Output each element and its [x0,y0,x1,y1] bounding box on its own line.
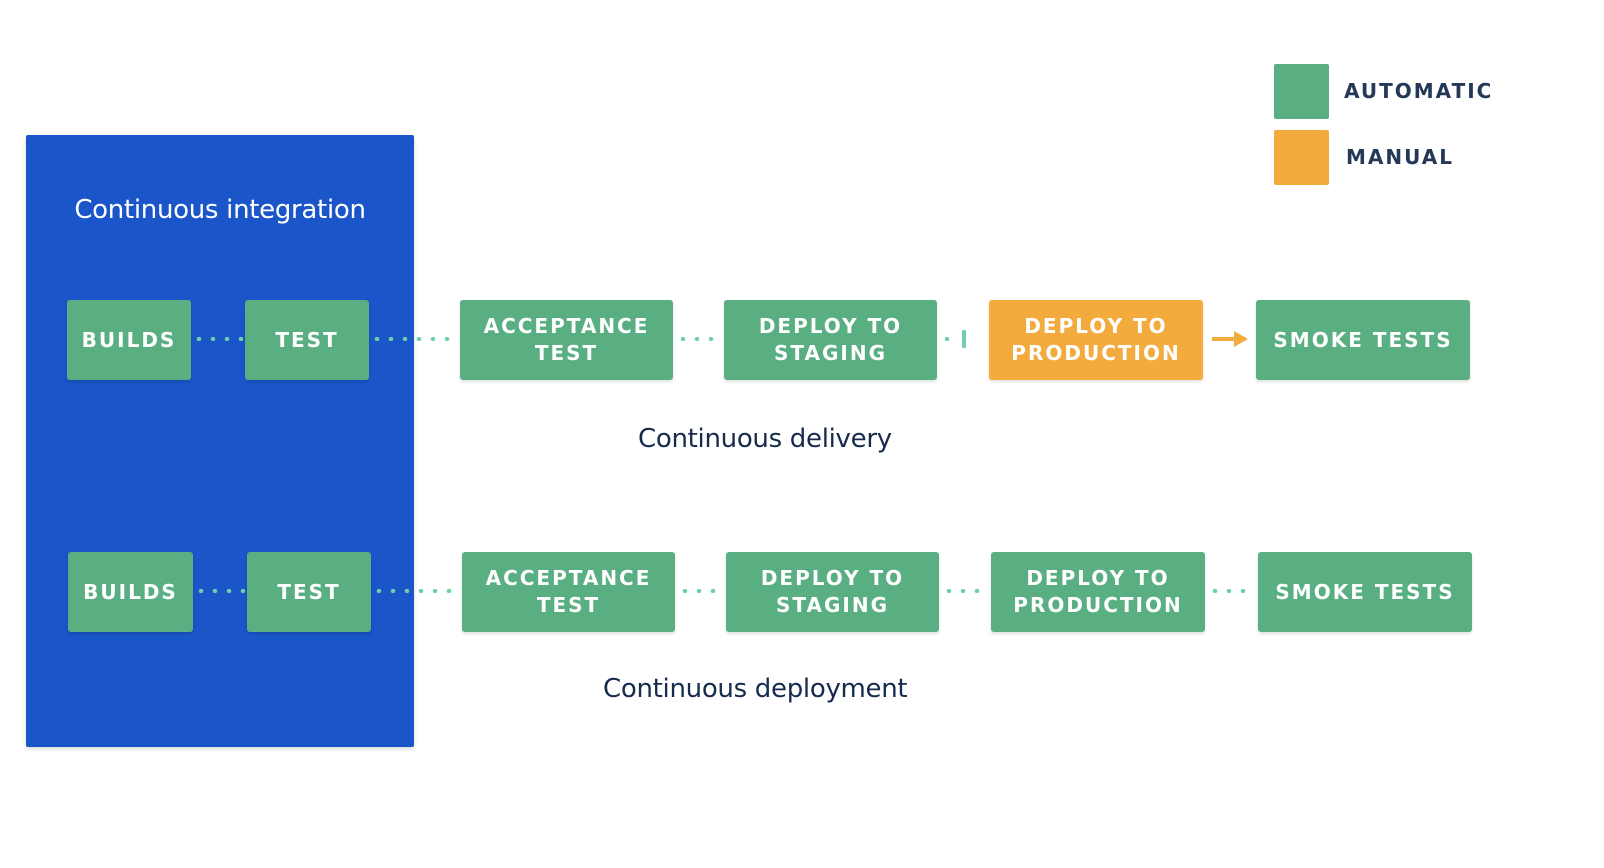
delivery-step-smoke-tests: SMOKE TESTS [1256,300,1470,380]
delivery-step-deploy-to-staging: DEPLOY TO STAGING [724,300,937,380]
deployment-step-test: TEST [247,552,371,632]
delivery-step-deploy-to-production: DEPLOY TO PRODUCTION [989,300,1203,380]
deployment-connector-5 [1208,589,1252,593]
continuous-deployment-caption: Continuous deployment [603,674,908,704]
deployment-step-acceptance-test: ACCEPTANCE TEST [462,552,675,632]
continuous-integration-title: Continuous integration [74,195,366,225]
manual-arrow-icon [1212,331,1248,347]
delivery-step-acceptance-test: ACCEPTANCE TEST [460,300,673,380]
delivery-step-builds: BUILDS [67,300,191,380]
legend-manual-swatch [1274,130,1329,185]
deployment-step-deploy-to-staging: DEPLOY TO STAGING [726,552,939,632]
continuous-delivery-caption: Continuous delivery [638,424,892,454]
legend-automatic-label: AUTOMATIC [1344,79,1494,103]
deployment-step-deploy-to-production: DEPLOY TO PRODUCTION [991,552,1205,632]
deployment-connector-4 [942,589,986,593]
deployment-connector-3 [678,589,722,593]
legend-manual-label: MANUAL [1346,145,1454,169]
delivery-step-test: TEST [245,300,369,380]
manual-gate-marker [962,330,966,348]
deployment-step-smoke-tests: SMOKE TESTS [1258,552,1472,632]
legend-automatic-swatch [1274,64,1329,119]
delivery-connector-4 [940,337,956,341]
deployment-connector-2 [372,589,460,593]
delivery-connector-2 [370,337,458,341]
deployment-connector-1 [194,589,246,593]
continuous-integration-panel: Continuous integration [26,135,414,747]
delivery-connector-1 [192,337,244,341]
deployment-step-builds: BUILDS [68,552,193,632]
delivery-connector-3 [676,337,720,341]
